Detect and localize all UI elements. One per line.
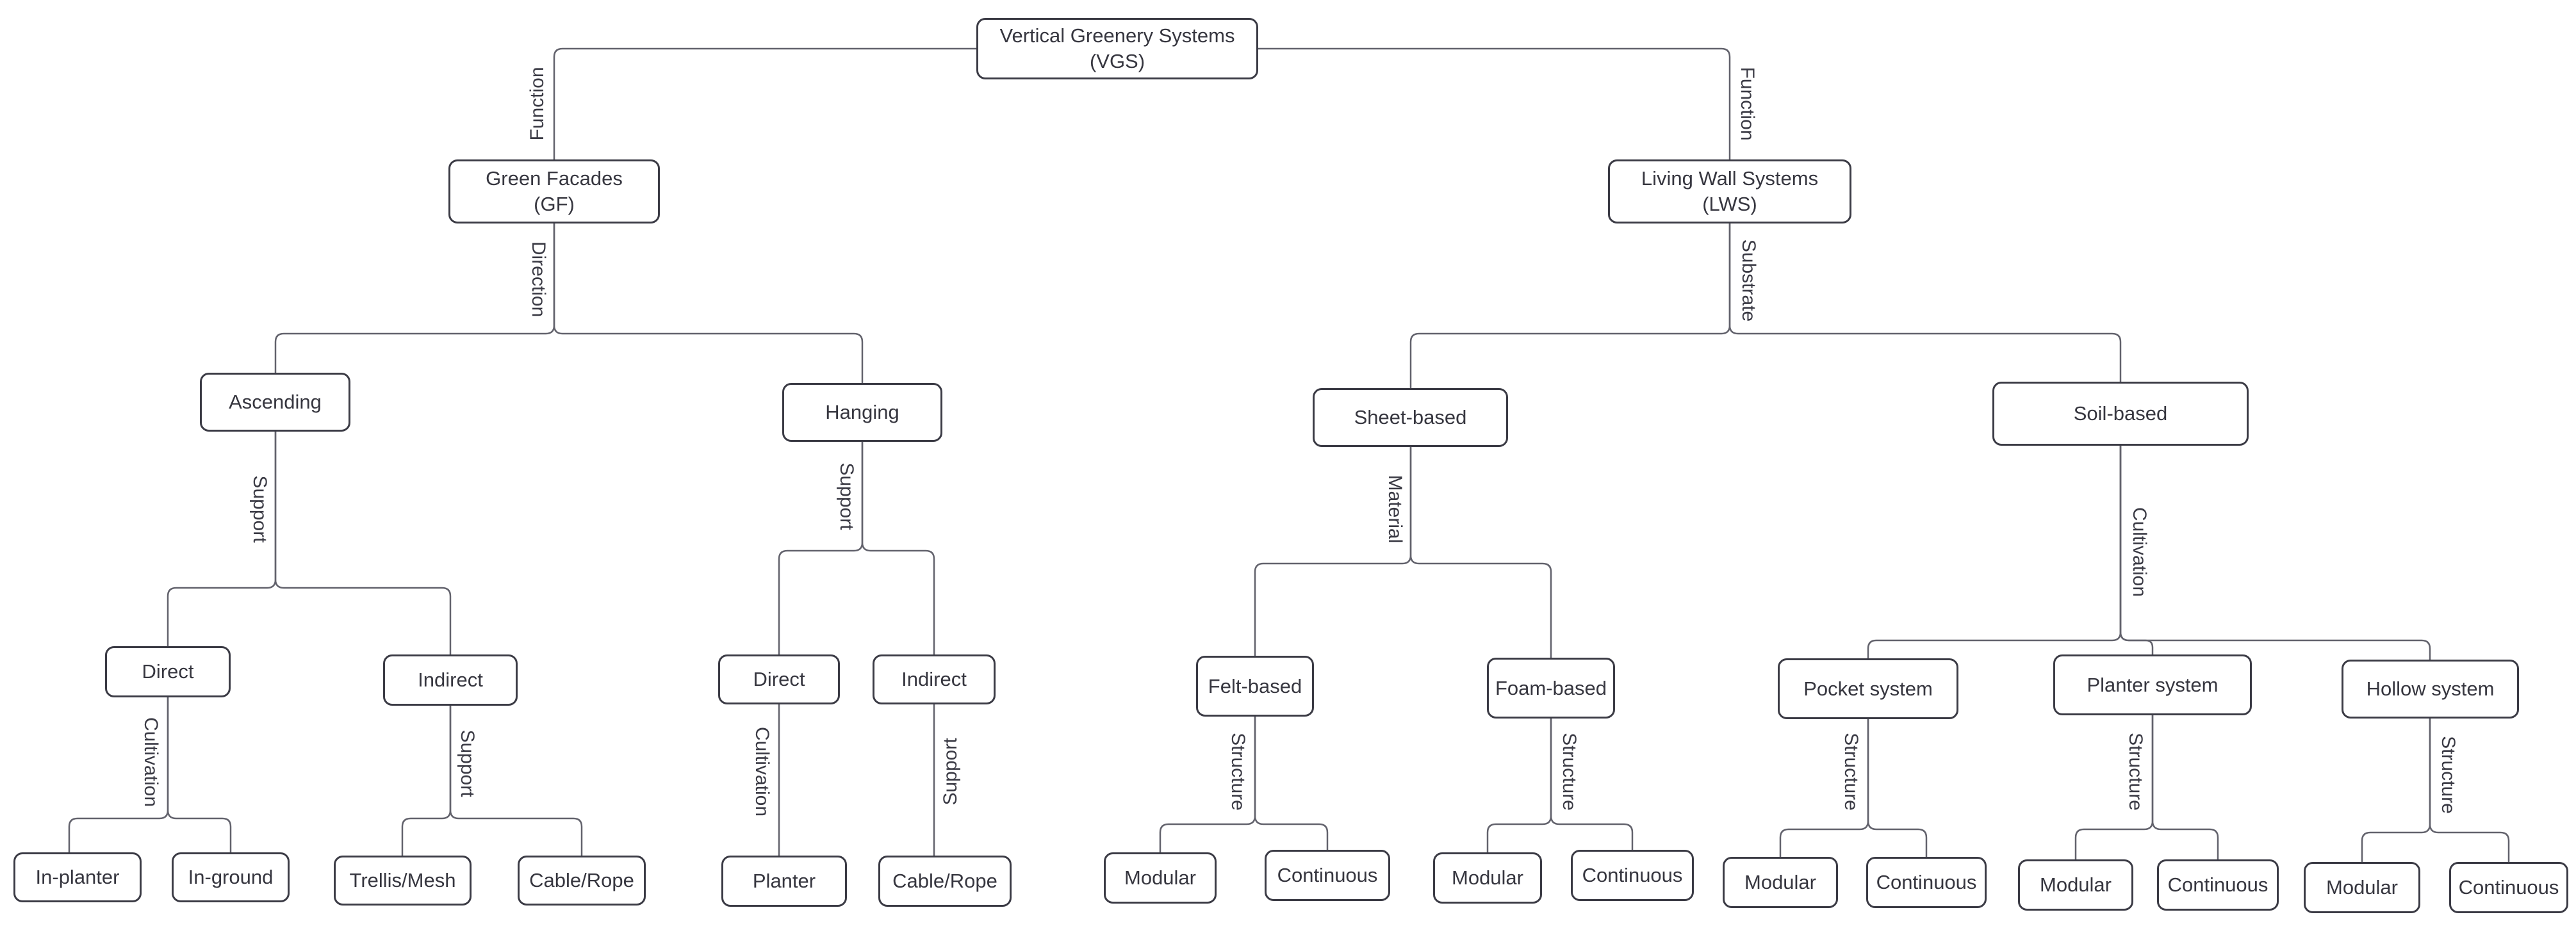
tree-node-pocket: Pocket system [1778,658,1958,719]
tree-node-cable1: Cable/Rope [518,856,646,906]
edge-label-direct2: Cultivation [751,726,773,817]
edge-label-pocket: Structure [1841,733,1862,811]
tree-node-continuous1: Continuous [1265,850,1390,901]
connector-indirect1-to-trellis [401,706,452,856]
connector-direct1-to-inground [167,697,232,852]
tree-node-indirect2: Indirect [873,654,996,704]
tree-node-direct1: Direct [105,646,231,697]
tree-node-hanging: Hanging [782,383,942,442]
connector-sheet-to-foam [1409,447,1552,658]
connector-soil-to-hollow [2119,446,2431,660]
tree-node-continuous4: Continuous [2157,859,2279,911]
connector-pocket-to-modular3 [1779,719,1869,857]
tree-node-felt: Felt-based [1196,656,1314,717]
connector-foam-to-continuous2 [1550,719,1634,850]
edge-label-vgs: Function [527,67,548,141]
edge-label-ascending: Support [249,475,270,543]
tree-node-direct2: Direct [718,654,840,704]
tree-node-modular3: Modular [1723,857,1838,908]
tree-node-modular4: Modular [2018,859,2133,911]
tree-node-trellis: Trellis/Mesh [334,856,472,906]
tree-node-continuous5: Continuous [2449,862,2568,913]
connector-plantersys-to-continuous4 [2151,715,2219,859]
tree-node-lws: Living Wall Systems (LWS) [1608,159,1851,223]
connector-hanging-to-indirect2 [861,442,935,654]
connector-ascending-to-indirect1 [274,432,452,654]
edge-label-vgs-1: Function [1737,67,1758,141]
connector-soil-to-pocket [1867,446,2122,658]
tree-node-foam: Foam-based [1487,658,1615,719]
tree-node-modular5: Modular [2304,862,2420,913]
connector-lws-to-soil [1728,223,2122,382]
connector-plantersys-to-modular4 [2074,715,2154,859]
tree-node-vgs: Vertical Greenery Systems (VGS) [976,18,1258,79]
tree-node-indirect1: Indirect [383,654,518,706]
connector-hanging-to-direct2 [778,442,864,654]
edge-label-indirect2: Support [940,738,961,806]
connector-gf-to-hanging [553,223,864,383]
connector-vgs-to-gf [553,47,976,159]
tree-node-inplanter: In-planter [13,852,142,902]
tree-node-gf: Green Facades (GF) [448,159,660,223]
connector-pocket-to-continuous3 [1867,719,1928,857]
tree-node-inground: In-ground [172,852,290,902]
connector-vgs-to-lws [1258,47,1731,159]
edge-label-hanging: Support [836,462,857,530]
connector-lws-to-sheet [1409,223,1731,388]
connector-hollow-to-continuous5 [2429,719,2510,862]
tree-node-soil: Soil-based [1992,382,2249,446]
tree-node-modular2: Modular [1433,852,1542,904]
tree-node-continuous2: Continuous [1571,850,1694,901]
connector-ascending-to-direct1 [167,432,277,646]
edge-label-plantersys: Structure [2125,733,2146,811]
tree-node-planter: Planter [721,856,847,907]
edge-label-gf: Direction [528,241,549,318]
tree-node-modular1: Modular [1104,852,1217,904]
edge-label-soil: Cultivation [2129,507,2150,597]
connector-felt-to-continuous1 [1254,717,1329,850]
edge-label-sheet: Material [1384,475,1406,544]
connector-gf-to-ascending [274,223,555,373]
edge-label-foam: Structure [1559,733,1580,811]
edge-label-hollow: Structure [2438,736,2459,814]
tree-node-ascending: Ascending [200,373,350,432]
tree-node-hollow: Hollow system [2342,660,2519,719]
edge-label-felt: Structure [1227,733,1249,811]
edge-label-lws: Substrate [1738,239,1759,322]
connector-direct1-to-inplanter [68,697,169,852]
edge-label-direct1: Cultivation [140,717,161,808]
connector-indirect1-to-cable1 [449,706,583,856]
tree-node-continuous3: Continuous [1866,857,1987,908]
connector-hollow-to-modular5 [2361,719,2431,862]
tree-node-plantersys: Planter system [2053,654,2252,715]
connector-sheet-to-felt [1254,447,1412,656]
connector-felt-to-modular1 [1159,717,1256,852]
edge-label-indirect1: Support [457,729,478,797]
tree-node-sheet: Sheet-based [1313,388,1508,447]
tree-node-cable2: Cable/Rope [878,856,1012,907]
connector-foam-to-modular2 [1486,719,1552,852]
